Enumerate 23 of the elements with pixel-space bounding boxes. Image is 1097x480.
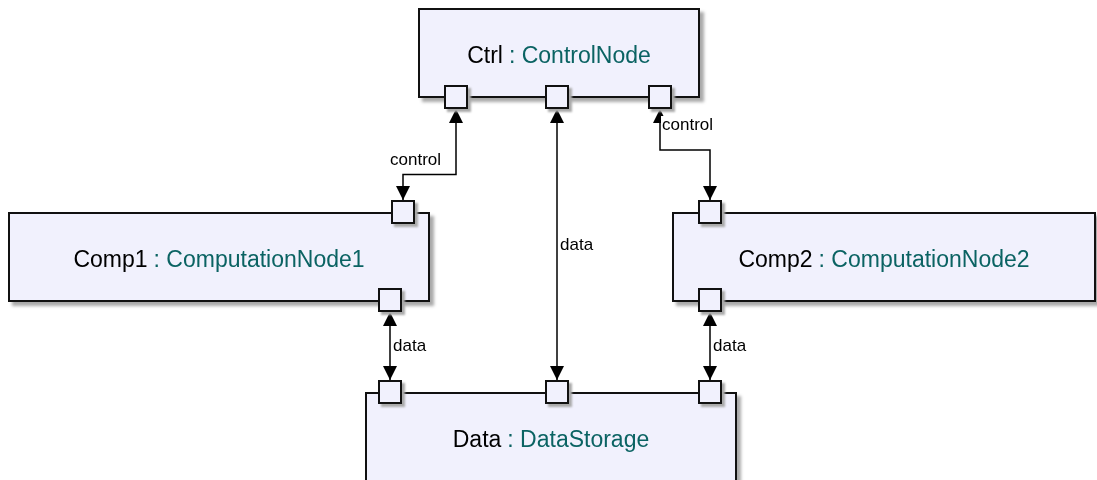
block-part-box — [672, 212, 1096, 302]
port-square — [545, 85, 569, 109]
port-square — [698, 288, 722, 312]
block-part-box — [418, 8, 700, 98]
port-square — [444, 85, 468, 109]
connector-arrow — [383, 311, 397, 381]
connector-arrow — [550, 108, 564, 381]
connector-arrow — [653, 108, 717, 201]
port-square — [545, 380, 569, 404]
part-label: Comp2 : ComputationNode2 — [737, 246, 1031, 273]
part-label: Data : DataStorage — [451, 426, 651, 453]
part-label: Comp1 : ComputationNode1 — [72, 246, 366, 273]
port-square — [698, 200, 722, 224]
port-square — [378, 288, 402, 312]
block-part-box — [8, 212, 430, 302]
connector-arrow — [703, 311, 717, 381]
port-square — [698, 380, 722, 404]
port-square — [378, 380, 402, 404]
part-label: Ctrl : ControlNode — [466, 42, 652, 69]
block-part-box — [365, 392, 737, 480]
port-square — [391, 200, 415, 224]
connector-arrow — [396, 108, 463, 201]
port-square — [648, 85, 672, 109]
